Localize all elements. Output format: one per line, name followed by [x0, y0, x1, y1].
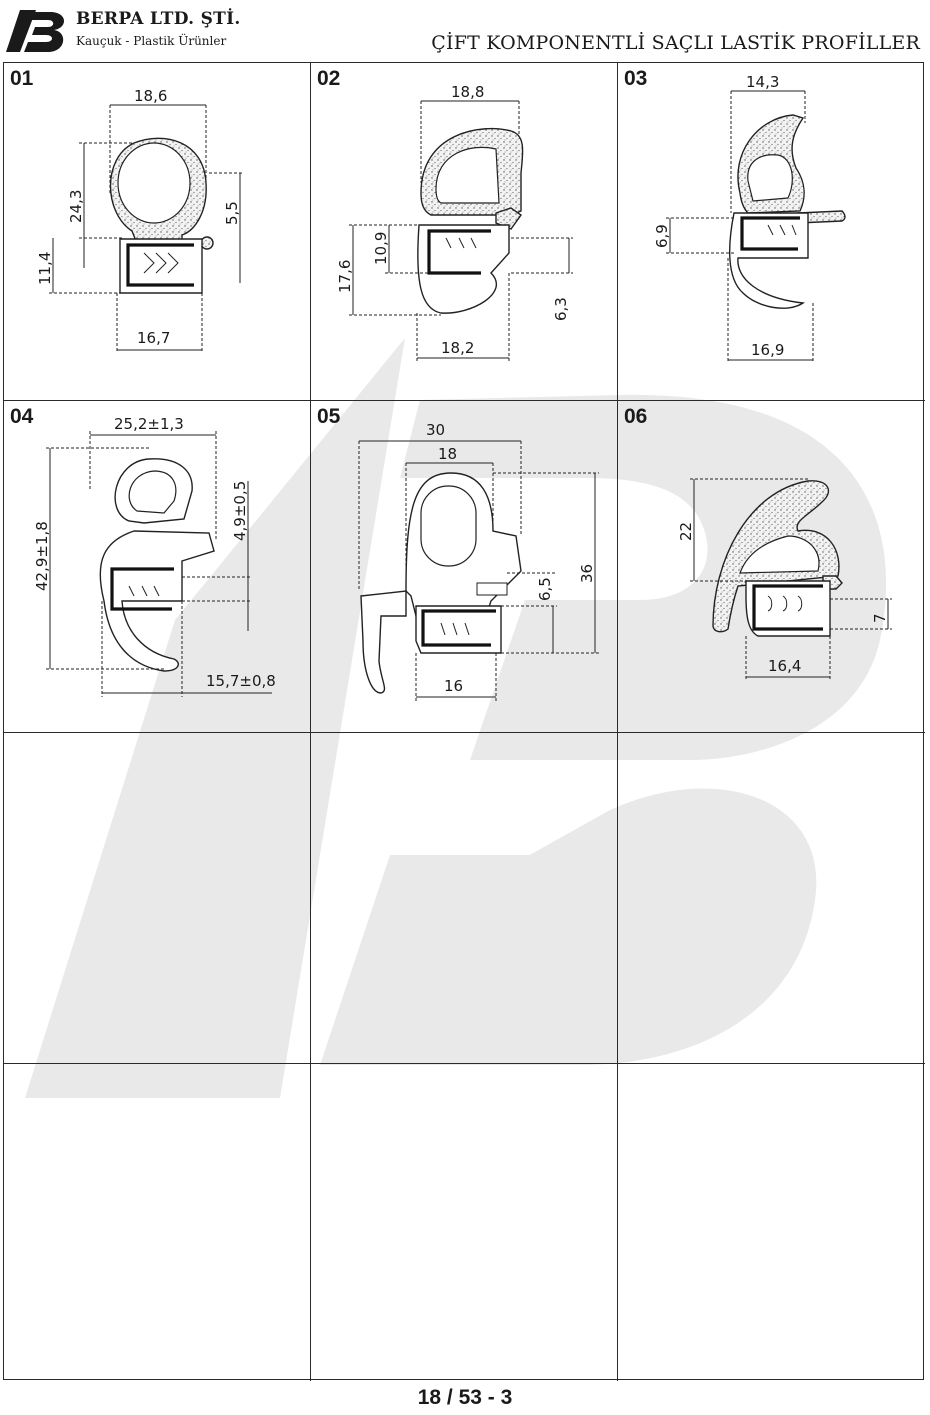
profile-cell-03: 14,3 6,9 16,9 03 [618, 63, 925, 401]
dim-01-e: 16,7 [137, 329, 170, 347]
dim-01-c: 5,5 [223, 201, 241, 225]
dim-03-b: 6,9 [653, 224, 671, 248]
dim-05-e: 16 [444, 677, 463, 695]
empty-cell [4, 1064, 311, 1381]
company-name: BERPA LTD. ŞTİ. [76, 9, 241, 29]
dim-02-b: 17,6 [336, 260, 354, 293]
empty-cell [618, 1064, 925, 1381]
dim-05-b: 18 [438, 445, 457, 463]
berpa-logo-icon [6, 10, 65, 52]
profile-number: 01 [10, 67, 34, 90]
profile-number: 03 [624, 67, 648, 90]
profile-drawing-06: 22 7 16,4 [677, 478, 892, 681]
profile-drawing-02: 18,8 17,6 10,9 6,3 18,2 [336, 83, 573, 361]
page-title: ÇİFT KOMPONENTLİ SAÇLI LASTİK PROFİLLER [431, 32, 920, 54]
dim-01-d: 11,4 [36, 252, 54, 285]
dim-06-a: 22 [677, 522, 695, 541]
dim-02-c: 10,9 [372, 232, 390, 265]
profile-number: 04 [10, 405, 34, 428]
page-number: 18 / 53 - 3 [417, 1386, 513, 1409]
dim-02-a: 18,8 [451, 83, 484, 101]
profile-cell-02: 18,8 17,6 10,9 6,3 18,2 02 [311, 63, 618, 401]
dim-04-c: 4,9±0,5 [231, 481, 249, 541]
dim-06-c: 16,4 [768, 657, 801, 675]
profile-cell-06: 22 7 16,4 06 [618, 401, 925, 733]
profile-number: 06 [624, 405, 648, 428]
dim-04-b: 42,9±1,8 [33, 521, 51, 591]
dim-04-a: 25,2±1,3 [114, 415, 184, 433]
profile-drawing-05: 30 18 36 6,5 16 [358, 421, 599, 701]
empty-cell [618, 733, 925, 1064]
dim-01-b: 24,3 [67, 190, 85, 223]
dim-01-a: 18,6 [134, 87, 167, 105]
company-tagline: Kauçuk - Plastik Ürünler [76, 34, 227, 48]
profile-drawing-03: 14,3 6,9 16,9 [653, 73, 846, 363]
profile-drawing-04: 25,2±1,3 42,9±1,8 4,9±0,5 15,7±0,8 [33, 415, 276, 697]
dim-05-d: 6,5 [536, 577, 554, 601]
profile-grid: 18,6 24,3 5,5 11,4 16,7 01 18,8 [3, 62, 925, 1381]
empty-cell [311, 1064, 618, 1381]
profile-number: 02 [317, 67, 341, 90]
dim-06-b: 7 [871, 613, 889, 623]
profile-cell-01: 18,6 24,3 5,5 11,4 16,7 01 [4, 63, 311, 401]
empty-cell [4, 733, 311, 1064]
dim-04-d: 15,7±0,8 [206, 672, 276, 690]
profile-drawing-01: 18,6 24,3 5,5 11,4 16,7 [36, 87, 244, 353]
dim-03-c: 16,9 [751, 341, 784, 359]
dim-05-a: 30 [426, 421, 445, 439]
dim-02-e: 18,2 [441, 339, 474, 357]
dim-02-d: 6,3 [552, 297, 570, 321]
empty-cell [311, 733, 618, 1064]
page-header: BERPA LTD. ŞTİ. Kauçuk - Plastik Ürünler… [0, 0, 930, 62]
profile-number: 05 [317, 405, 341, 428]
profile-cell-04: 25,2±1,3 42,9±1,8 4,9±0,5 15,7±0,8 04 [4, 401, 311, 733]
profile-cell-05: 30 18 36 6,5 16 05 [311, 401, 618, 733]
dim-05-c: 36 [578, 564, 596, 583]
dim-03-a: 14,3 [746, 73, 779, 91]
